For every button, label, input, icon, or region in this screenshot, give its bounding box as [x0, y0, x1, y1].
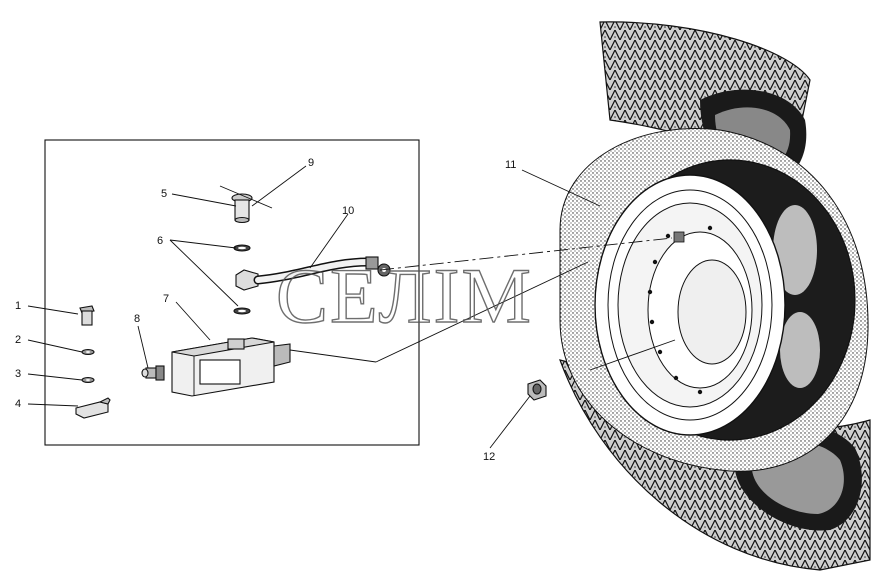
callout-12: 12	[483, 451, 495, 463]
callout-9: 9	[308, 157, 314, 169]
part-10-hose	[235, 256, 391, 291]
part-3-washer	[81, 376, 95, 384]
watermark-text: СЕЛІМ	[276, 252, 533, 339]
part-12-plug	[527, 379, 547, 401]
callout-8: 8	[134, 313, 140, 325]
part-4-bracket	[75, 397, 111, 419]
part-9-lock-wire	[219, 185, 273, 209]
assembly-axis	[379, 237, 673, 271]
callout-1: 1	[15, 300, 21, 312]
callout-10: 10	[342, 205, 354, 217]
callout-6: 6	[157, 235, 163, 247]
detail-inset-frame	[44, 139, 420, 446]
wheel-assembly	[559, 21, 871, 571]
part-8-nipple	[141, 365, 165, 381]
part-1-bolt	[79, 305, 95, 326]
callout-2: 2	[15, 334, 21, 346]
leader-lines	[27, 165, 676, 449]
part-7-valve-body	[171, 337, 291, 397]
callout-11: 11	[505, 159, 516, 171]
callout-3: 3	[15, 368, 21, 380]
callout-5: 5	[161, 188, 167, 200]
callout-4: 4	[15, 398, 21, 410]
part-2-washer	[81, 348, 95, 356]
callout-labels: 1 2 3 4 5 6 7 8 9 10 11 12	[15, 157, 516, 463]
part-5-pin	[231, 193, 253, 224]
callout-7: 7	[163, 293, 169, 305]
part-6-rings	[233, 244, 251, 315]
